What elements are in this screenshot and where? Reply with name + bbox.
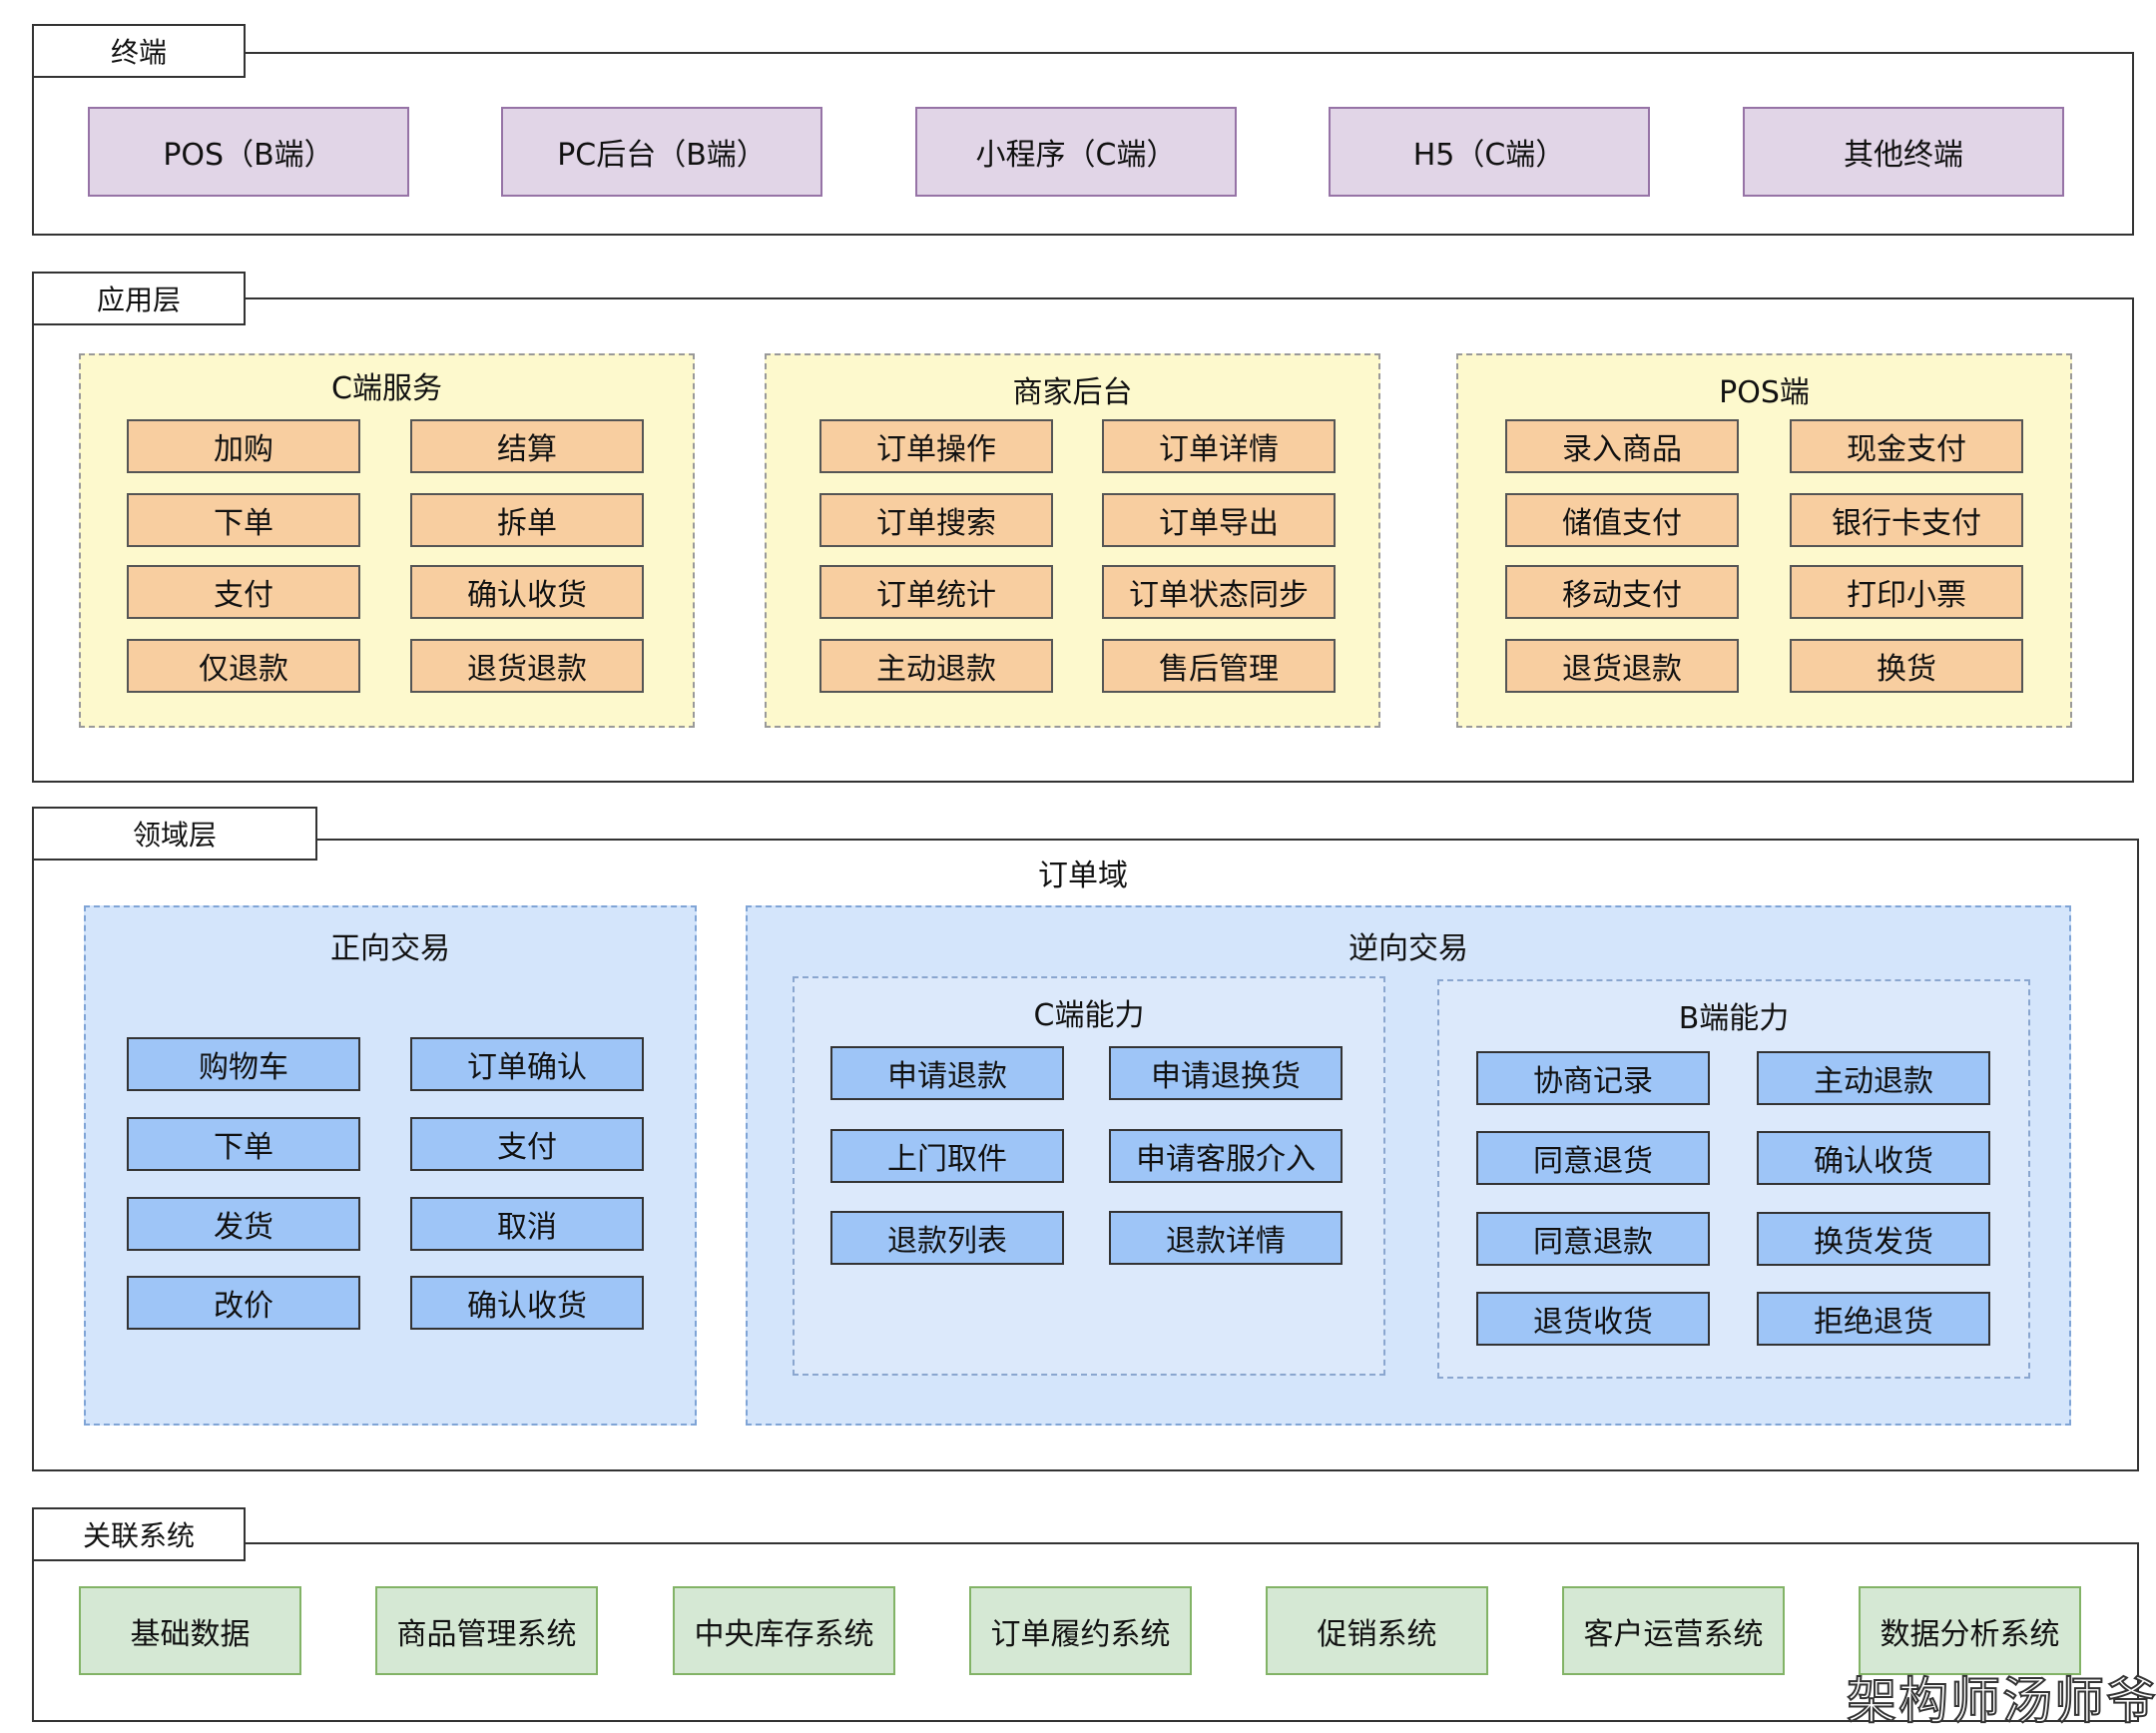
app-item: 主动退款: [819, 639, 1053, 693]
related-systems-tab: 关联系统: [32, 1507, 246, 1561]
domain-item: 确认收货: [410, 1276, 644, 1330]
app-item: 仅退款: [127, 639, 360, 693]
domain-group-title: 正向交易: [330, 931, 450, 966]
app-item: 售后管理: [1102, 639, 1336, 693]
domain-item: 订单确认: [410, 1037, 644, 1091]
related-system: 促销系统: [1266, 1586, 1488, 1675]
app-item: 订单统计: [819, 565, 1053, 619]
domain-item: 改价: [127, 1276, 360, 1330]
domain-item: 发货: [127, 1197, 360, 1251]
terminal-h5: H5（C端）: [1329, 107, 1650, 197]
domain-item: 购物车: [127, 1037, 360, 1091]
app-item: 银行卡支付: [1790, 493, 2023, 547]
terminal-pc-admin: PC后台（B端）: [501, 107, 822, 197]
domain-group-title: C端能力: [1033, 998, 1145, 1033]
application-layer-tab: 应用层: [32, 272, 246, 325]
related-system: 客户运营系统: [1562, 1586, 1785, 1675]
domain-item: 同意退款: [1476, 1212, 1710, 1266]
domain-item: 退款详情: [1109, 1211, 1343, 1265]
domain-item: 协商记录: [1476, 1051, 1710, 1105]
domain-title: 订单域: [1038, 859, 1128, 893]
domain-item: 下单: [127, 1117, 360, 1171]
app-item: 录入商品: [1505, 419, 1739, 473]
app-item: 现金支付: [1790, 419, 2023, 473]
app-item: 订单搜索: [819, 493, 1053, 547]
app-item: 订单状态同步: [1102, 565, 1336, 619]
app-item: 结算: [410, 419, 644, 473]
terminal-layer-tab: 终端: [32, 24, 246, 78]
app-item: 下单: [127, 493, 360, 547]
related-system: 数据分析系统: [1859, 1586, 2081, 1675]
domain-item: 确认收货: [1757, 1131, 1990, 1185]
domain-item: 退货收货: [1476, 1292, 1710, 1346]
app-item: 订单导出: [1102, 493, 1336, 547]
app-item: 支付: [127, 565, 360, 619]
watermark: 架构师汤师爷: [1846, 1671, 2156, 1731]
app-item: 加购: [127, 419, 360, 473]
app-item: 订单操作: [819, 419, 1053, 473]
app-item: 储值支付: [1505, 493, 1739, 547]
domain-group-title: 逆向交易: [1348, 931, 1468, 966]
app-item: 打印小票: [1790, 565, 2023, 619]
app-item: 确认收货: [410, 565, 644, 619]
domain-item: 上门取件: [830, 1129, 1064, 1183]
domain-group-title: B端能力: [1678, 1001, 1790, 1036]
app-item: 订单详情: [1102, 419, 1336, 473]
app-item: 拆单: [410, 493, 644, 547]
domain-item: 支付: [410, 1117, 644, 1171]
terminal-mini-program: 小程序（C端）: [915, 107, 1237, 197]
app-group-title: POS端: [1719, 375, 1810, 410]
related-system: 订单履约系统: [969, 1586, 1192, 1675]
terminal-other: 其他终端: [1743, 107, 2064, 197]
related-system: 中央库存系统: [673, 1586, 895, 1675]
domain-layer-tab: 领域层: [32, 807, 317, 861]
domain-item: 拒绝退货: [1757, 1292, 1990, 1346]
domain-item: 申请退款: [830, 1046, 1064, 1100]
terminal-pos: POS（B端）: [88, 107, 409, 197]
app-item: 退货退款: [1505, 639, 1739, 693]
app-group-title: C端服务: [331, 371, 442, 406]
domain-item: 同意退货: [1476, 1131, 1710, 1185]
related-system: 商品管理系统: [375, 1586, 598, 1675]
domain-item: 取消: [410, 1197, 644, 1251]
domain-item: 换货发货: [1757, 1212, 1990, 1266]
domain-item: 退款列表: [830, 1211, 1064, 1265]
app-item: 移动支付: [1505, 565, 1739, 619]
app-item: 退货退款: [410, 639, 644, 693]
domain-item: 主动退款: [1757, 1051, 1990, 1105]
app-group-title: 商家后台: [1012, 375, 1133, 410]
related-system: 基础数据: [79, 1586, 301, 1675]
app-item: 换货: [1790, 639, 2023, 693]
domain-item: 申请客服介入: [1109, 1129, 1343, 1183]
domain-item: 申请退换货: [1109, 1046, 1343, 1100]
